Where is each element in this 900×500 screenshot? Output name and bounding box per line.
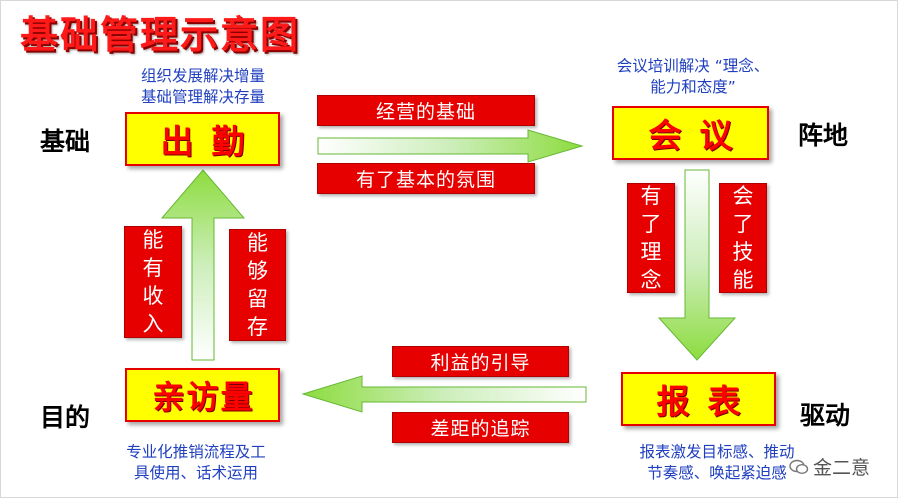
corner-label-goal: 目的	[40, 403, 91, 432]
note-meeting-line1: 会议培训解决 “理念、	[616, 57, 770, 75]
arrow-down-right	[657, 169, 737, 361]
label-interest-guidance: 利益的引导	[392, 346, 569, 377]
node-meeting: 会议	[612, 106, 769, 160]
label-have-income-text: 能有收入	[142, 228, 164, 336]
arrow-left-bottom	[301, 375, 587, 413]
node-visits: 亲访量	[125, 368, 280, 422]
label-have-income: 能有收入	[124, 226, 182, 338]
note-report: 报表激发目标感、推动 节奏感、唤起紧迫感	[612, 442, 822, 484]
watermark: 金二意	[789, 453, 870, 480]
label-learned-skills: 会了技能	[719, 183, 767, 293]
arrow-up-left	[160, 169, 246, 361]
arrow-right-top	[317, 129, 584, 163]
label-basic-atmosphere: 有了基本的氛围	[317, 163, 535, 194]
label-can-retain: 能够留存	[229, 229, 286, 341]
label-have-concept: 有了理念	[627, 183, 675, 293]
node-attendance-text: 出勤	[160, 122, 263, 161]
note-visits-line1: 专业化推销流程及工	[126, 443, 266, 461]
note-visits: 专业化推销流程及工 具使用、话术运用	[96, 442, 296, 484]
label-can-retain-text: 能够留存	[247, 231, 268, 339]
label-gap-tracking: 差距的追踪	[392, 412, 569, 443]
note-meeting: 会议培训解决 “理念、 能力和态度”	[578, 56, 808, 98]
node-report: 报表	[621, 372, 776, 426]
label-learned-skills-text: 会了技能	[732, 184, 754, 292]
label-business-foundation: 经营的基础	[317, 95, 535, 126]
node-visits-text: 亲访量	[152, 378, 255, 416]
note-meeting-line2: 能力和态度”	[650, 78, 736, 96]
watermark-text: 金二意	[812, 457, 870, 479]
wechat-icon	[789, 459, 809, 474]
note-visits-line2: 具使用、话术运用	[133, 464, 258, 482]
node-attendance: 出勤	[125, 112, 280, 166]
note-attendance-line2: 基础管理解决存量	[140, 88, 265, 106]
note-attendance: 组织发展解决增量 基础管理解决存量	[108, 66, 298, 108]
node-report-text: 报表	[656, 382, 759, 421]
corner-label-position: 阵地	[798, 121, 849, 150]
corner-label-drive: 驱动	[800, 401, 851, 430]
note-report-line2: 节奏感、唤起紧迫感	[647, 464, 787, 482]
corner-label-foundation: 基础	[40, 127, 91, 156]
label-have-concept-text: 有了理念	[640, 184, 662, 292]
node-meeting-text: 会议	[648, 116, 751, 155]
note-report-line1: 报表激发目标感、推动	[639, 443, 795, 461]
page-title: 基础管理示意图	[20, 13, 301, 57]
note-attendance-line1: 组织发展解决增量	[140, 67, 265, 85]
